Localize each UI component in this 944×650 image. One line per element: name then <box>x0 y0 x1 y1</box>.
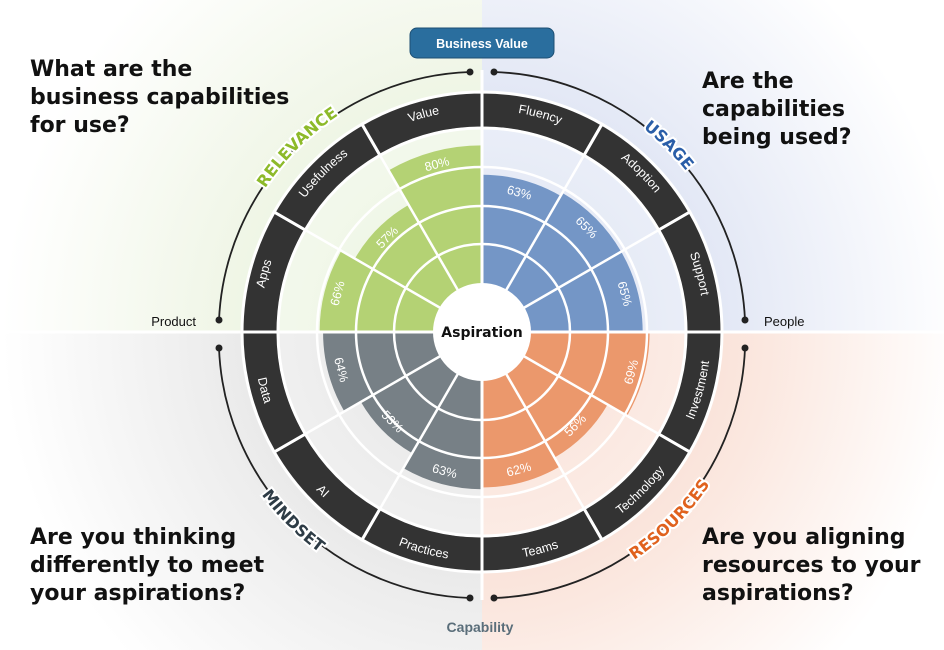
radial-separator <box>504 372 604 541</box>
arc-bottom-left <box>218 347 471 599</box>
radial-separator <box>522 354 691 454</box>
arc-dot <box>466 68 474 76</box>
question-usage: Are the capabilities being used? <box>702 69 852 150</box>
percent-label-value: 80% <box>423 154 451 174</box>
percent-label-support: 65% <box>615 280 635 308</box>
percent-label-investment: 69% <box>621 358 641 386</box>
value-bar-apps <box>319 250 441 332</box>
center-circle <box>433 283 531 381</box>
axis-label-bottom: Capability <box>447 619 514 635</box>
radial-separator <box>360 123 460 292</box>
axis-label-top: Business Value <box>436 37 528 51</box>
radial-separator <box>504 123 604 292</box>
question-mindset: Are you thinking differently to meet you… <box>30 525 265 606</box>
question-relevance: What are the business capabilities for u… <box>30 57 290 138</box>
axis-top: Business Value <box>409 27 555 59</box>
arc-top-right <box>493 71 746 321</box>
arc-dot <box>215 316 223 324</box>
arc-dot <box>741 344 749 352</box>
arc-top-left <box>218 71 471 321</box>
value-bar-technology <box>506 356 608 458</box>
arc-dot <box>490 594 498 602</box>
value-bar-ai <box>360 356 458 454</box>
value-bar-usefulness <box>354 204 458 308</box>
outer-arcs <box>215 68 749 602</box>
value-bar-adoption <box>506 192 622 308</box>
radial-separator <box>273 210 442 310</box>
arc-dot <box>215 344 223 352</box>
question-resources: Are you aligning resources to your aspir… <box>702 525 921 606</box>
radial-separator <box>273 354 442 454</box>
percent-label-data: 64% <box>331 356 351 384</box>
axis-label-right: People <box>764 314 804 329</box>
arc-dot <box>466 594 474 602</box>
value-bar-investment <box>523 332 650 416</box>
axis-label-left: Product <box>151 314 196 329</box>
segment-label-data: Data <box>255 376 275 405</box>
value-bar-data <box>323 332 441 412</box>
percent-label-fluency: 63% <box>505 183 533 203</box>
value-bar-support <box>523 251 643 332</box>
business-value-pill <box>409 27 555 59</box>
arc-bottom-right <box>493 347 746 599</box>
percent-label-teams: 62% <box>505 460 533 480</box>
radial-separator <box>360 372 460 541</box>
center-label: Aspiration <box>441 325 522 341</box>
percent-label-apps: 66% <box>328 279 348 307</box>
value-bar-fluency <box>482 174 561 291</box>
arc-dot <box>490 68 498 76</box>
value-bar-practices <box>403 373 482 490</box>
radial-separator <box>522 210 691 310</box>
center-hub: Aspiration <box>433 283 531 381</box>
segment-ring <box>240 90 724 574</box>
percent-label-practices: 63% <box>431 461 459 481</box>
value-bar-teams <box>482 373 560 488</box>
arc-dot <box>741 316 749 324</box>
